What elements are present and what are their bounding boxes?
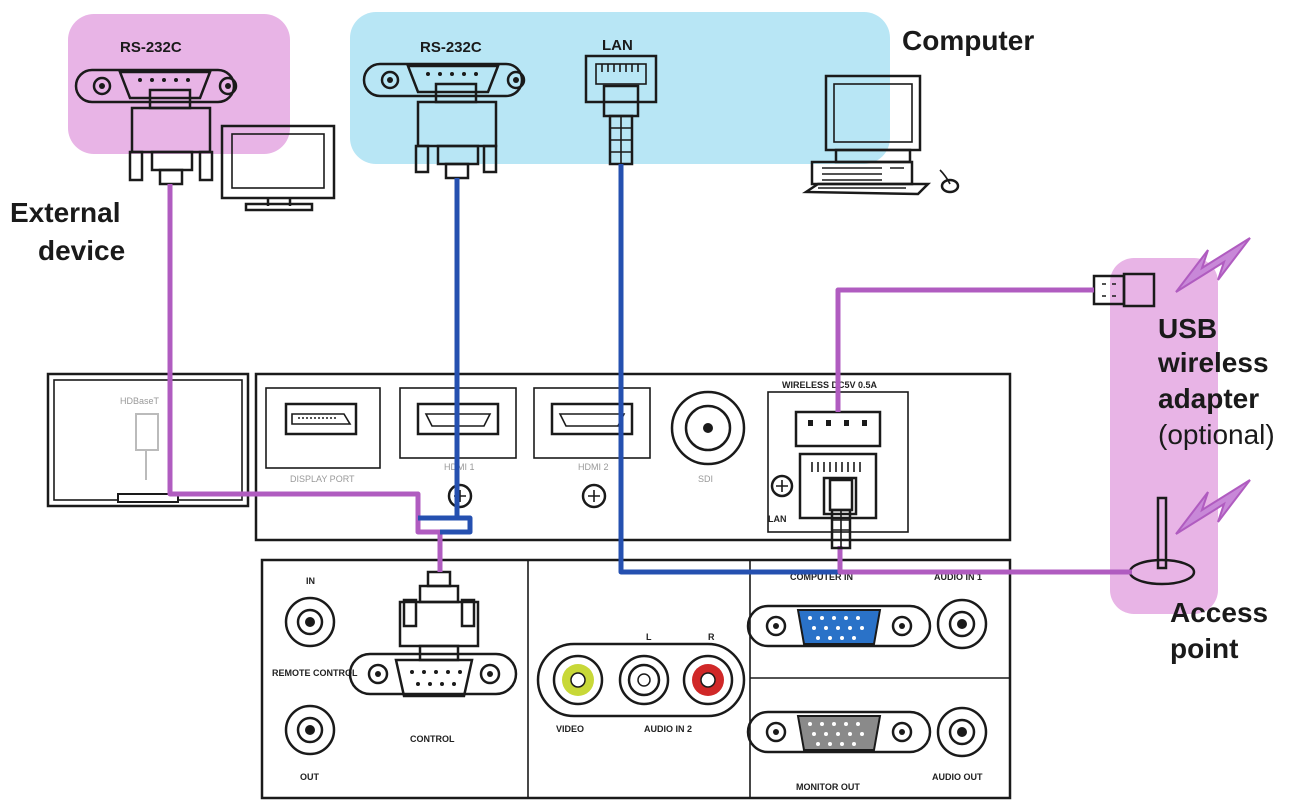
usb-label-1: USB	[1158, 313, 1217, 344]
cable-external-rs232	[167, 184, 443, 572]
monitor-out-label: MONITOR OUT	[796, 782, 860, 792]
cable-computer-rs232	[418, 178, 473, 535]
computer-in-port-icon: COMPUTER IN	[746, 572, 932, 648]
audio-in1-port-icon: AUDIO IN 1	[934, 572, 988, 650]
cable-lan-access-point	[837, 546, 1132, 575]
usb-label-2: wireless	[1157, 347, 1269, 378]
wireless-signal-2	[1175, 479, 1251, 535]
projector-bottom-panel	[260, 558, 1012, 800]
hdmi2-port-icon: HDMI 2	[533, 387, 651, 509]
lan-pc-port-icon	[584, 54, 658, 166]
computer-label: Computer	[902, 25, 1034, 56]
access-point-label-2: point	[1170, 633, 1238, 664]
sdi-port-icon: SDI	[670, 390, 746, 484]
remote-control-ports: IN REMOTE CONTROL OUT	[272, 576, 358, 782]
audio-in2-label: AUDIO IN 2	[644, 724, 692, 734]
remote-out-label: OUT	[300, 772, 320, 782]
computer-region	[350, 12, 890, 164]
control-label: CONTROL	[410, 734, 455, 744]
hdbaset-panel: HDBaseT	[46, 372, 250, 508]
lan-pc-label: LAN	[602, 37, 633, 54]
rs232-pc-label: RS-232C	[420, 39, 482, 56]
access-point-label-1: Access	[1170, 597, 1268, 628]
external-device-region	[68, 14, 290, 154]
rs232-pc-port-icon	[362, 62, 526, 98]
rs232-ext-label: RS-232C	[120, 39, 182, 56]
projector-top-panel	[254, 372, 1012, 542]
audio-video-rca-ports: L R VIDEO AUDIO IN 2	[536, 632, 746, 734]
rs232-pc-plug-icon	[414, 82, 498, 180]
display-port-icon: DISPLAY PORT	[265, 387, 381, 484]
usb-label-3: adapter	[1158, 383, 1259, 414]
lan-port-label: LAN	[768, 514, 787, 524]
video-label: VIDEO	[556, 724, 584, 734]
control-plug-icon	[398, 570, 480, 662]
remote-in-label: IN	[306, 576, 315, 586]
display-port-label: DISPLAY PORT	[290, 474, 355, 484]
audio-l-label: L	[646, 632, 652, 642]
audio-out-port-icon: AUDIO OUT	[932, 706, 988, 782]
cable-usb-adapter	[835, 287, 1094, 412]
audio-in1-label: AUDIO IN 1	[934, 572, 982, 582]
lan-projector-plug-icon	[828, 478, 854, 550]
rs232-ext-plug-icon	[128, 88, 214, 186]
rs232-ext-port-icon	[74, 68, 238, 104]
remote-control-label: REMOTE CONTROL	[272, 668, 358, 678]
wireless-port-label: WIRELESS DC5V 0.5A	[782, 380, 878, 390]
external-device-label-2: device	[38, 235, 125, 266]
audio-r-label: R	[708, 632, 715, 642]
cable-computer-lan	[618, 164, 843, 575]
external-device-label-1: External	[10, 197, 121, 228]
external-monitor-icon	[220, 124, 336, 212]
hdmi2-label: HDMI 2	[578, 462, 609, 472]
sdi-label: SDI	[698, 474, 713, 484]
computer-in-label: COMPUTER IN	[790, 572, 853, 582]
usb-label-4: (optional)	[1158, 419, 1275, 450]
computer-icon	[801, 74, 960, 196]
wireless-signal-1	[1175, 237, 1251, 293]
monitor-out-port-icon: MONITOR OUT	[746, 710, 932, 792]
audio-out-label: AUDIO OUT	[932, 772, 983, 782]
hdbaset-label: HDBaseT	[120, 396, 160, 406]
control-port-icon: CONTROL	[348, 652, 518, 744]
